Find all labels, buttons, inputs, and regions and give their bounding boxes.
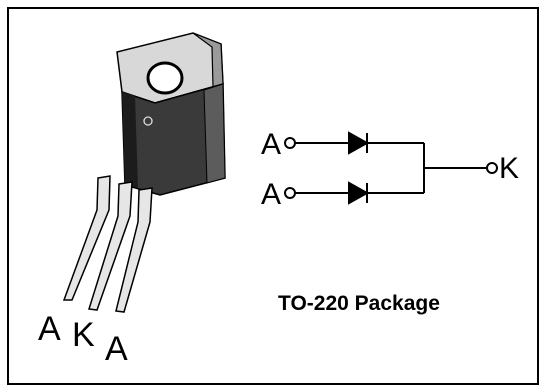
pin-label-anode-right: A bbox=[105, 330, 128, 368]
pin-label-cathode: K bbox=[72, 316, 95, 354]
lead-cathode-middle bbox=[88, 181, 133, 311]
anode-top-label: A bbox=[261, 128, 282, 161]
package-body bbox=[121, 83, 226, 196]
anode-bottom-label: A bbox=[261, 178, 282, 211]
cathode-terminal bbox=[486, 162, 498, 174]
anode-bottom-terminal bbox=[284, 187, 296, 199]
diode-top bbox=[348, 131, 370, 155]
diode-bottom bbox=[348, 181, 370, 205]
lead-anode-left bbox=[62, 175, 111, 301]
pin-label-anode-left: A bbox=[38, 310, 61, 348]
to220-package bbox=[62, 32, 226, 313]
anode-top-terminal bbox=[284, 137, 296, 149]
diagram-frame bbox=[7, 7, 539, 385]
schematic bbox=[284, 131, 498, 205]
mounting-tab bbox=[116, 32, 224, 104]
lead-anode-right bbox=[115, 187, 153, 313]
mounting-hole bbox=[146, 61, 184, 95]
body-dimple bbox=[143, 116, 153, 126]
cathode-label: K bbox=[499, 152, 520, 185]
package-caption: TO-220 Package bbox=[278, 292, 440, 315]
